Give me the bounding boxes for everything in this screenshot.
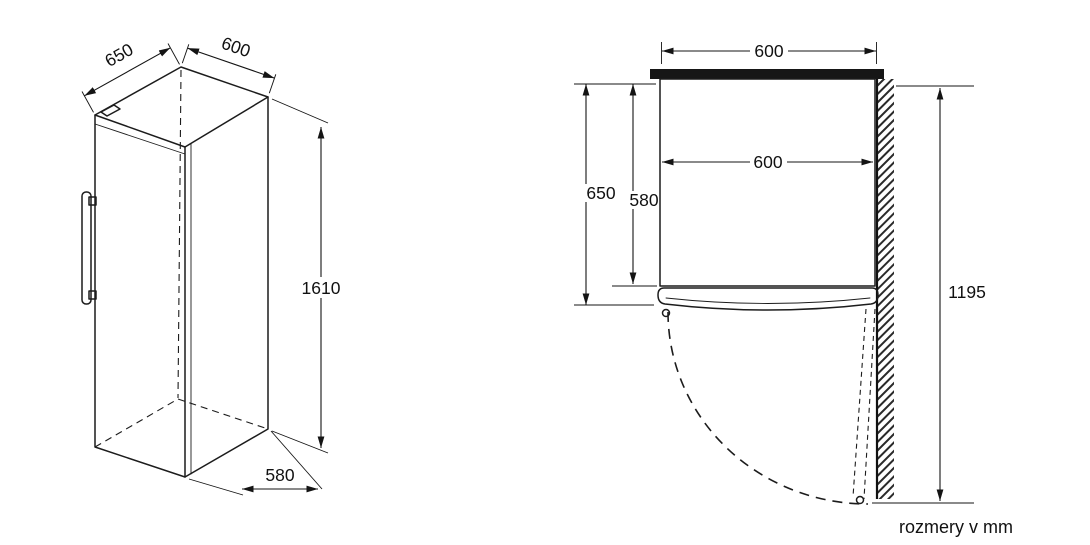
dim-label-plan-door-clearance: 1195 xyxy=(948,282,986,302)
dim-label-plan-total-depth: 650 xyxy=(586,183,615,203)
cabinet-front-face xyxy=(94,114,186,478)
cabinet-side-face xyxy=(184,96,269,478)
dim-plan-total-depth: 650 xyxy=(574,83,656,306)
back-wall-bar xyxy=(650,69,884,79)
door-open-line-inner xyxy=(863,308,876,500)
dim-label-iso-width-top: 600 xyxy=(219,33,253,62)
door-swing-arc xyxy=(667,311,869,505)
door-face-curve xyxy=(665,297,871,304)
hidden-back-edge xyxy=(177,69,182,399)
dim-label-plan-body-depth: 580 xyxy=(629,190,658,210)
door-top-seam xyxy=(94,123,186,155)
dim-iso-height: 1610 xyxy=(271,98,343,454)
side-wall-hatch xyxy=(877,79,894,499)
cabinet-top-face xyxy=(94,66,269,148)
dim-plan-inner-width: 600 xyxy=(662,152,873,172)
dim-plan-outer-width: 600 xyxy=(661,41,877,64)
hidden-bottom-edge-right xyxy=(177,398,269,430)
dim-plan-body-depth: 580 xyxy=(612,84,659,287)
appliance-body-plan xyxy=(659,78,876,287)
door-handle xyxy=(81,191,92,305)
units-note: rozmery v mm xyxy=(899,517,1013,537)
door-edge-marker xyxy=(661,308,671,318)
top-view: 600 600 650 580 1195 xyxy=(574,41,986,505)
door-open-line-outer xyxy=(852,308,867,498)
iso-view: 650 600 1610 580 xyxy=(81,33,343,496)
door-open-edge-marker xyxy=(855,495,865,505)
hinge-plate xyxy=(100,104,121,117)
handle-mount-bottom xyxy=(88,290,97,300)
hidden-bottom-edge-left xyxy=(94,398,179,448)
dim-label-iso-height: 1610 xyxy=(302,278,341,298)
dim-label-iso-depth-top: 650 xyxy=(101,39,136,71)
dim-label-iso-base-depth: 580 xyxy=(265,465,294,485)
fridge-cabinet-iso xyxy=(81,66,269,478)
handle-mount-top xyxy=(88,196,97,206)
dim-label-plan-inner-width: 600 xyxy=(753,152,782,172)
dim-label-plan-outer-width: 600 xyxy=(754,41,783,61)
dim-iso-base-depth: 580 xyxy=(188,430,323,496)
door-closed-plan xyxy=(657,287,879,311)
dim-plan-door-clearance: 1195 xyxy=(872,85,986,504)
